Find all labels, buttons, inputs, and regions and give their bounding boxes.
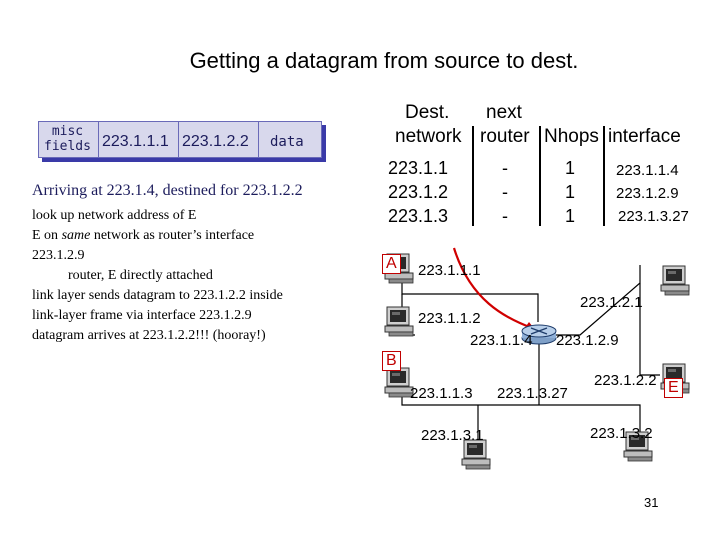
address-label: 223.1.1.4 xyxy=(470,332,533,349)
address-label: 223.1.3.1 xyxy=(421,427,484,444)
host-a-label: A xyxy=(382,254,401,274)
address-label: 223.1.2.2 xyxy=(594,372,657,389)
network-links xyxy=(402,265,660,440)
address-label: 223.1.3.2 xyxy=(590,425,653,442)
link-to-e xyxy=(640,283,660,375)
address-label: 223.1.1.2 xyxy=(418,310,481,327)
address-label: 223.1.2.1 xyxy=(580,294,643,311)
host-e-label: E xyxy=(664,378,683,398)
host-computer-icon xyxy=(385,307,413,336)
host-b-label: B xyxy=(382,351,401,371)
page-number: 31 xyxy=(644,495,658,510)
host-b-computer-icon xyxy=(385,368,413,397)
host-computer-icon xyxy=(661,266,689,295)
address-label: 223.1.3.27 xyxy=(497,385,568,402)
host-computer-icon xyxy=(462,440,490,469)
address-label: 223.1.2.9 xyxy=(556,332,619,349)
address-label: 223.1.1.1 xyxy=(418,262,481,279)
address-label: 223.1.1.3 xyxy=(410,385,473,402)
